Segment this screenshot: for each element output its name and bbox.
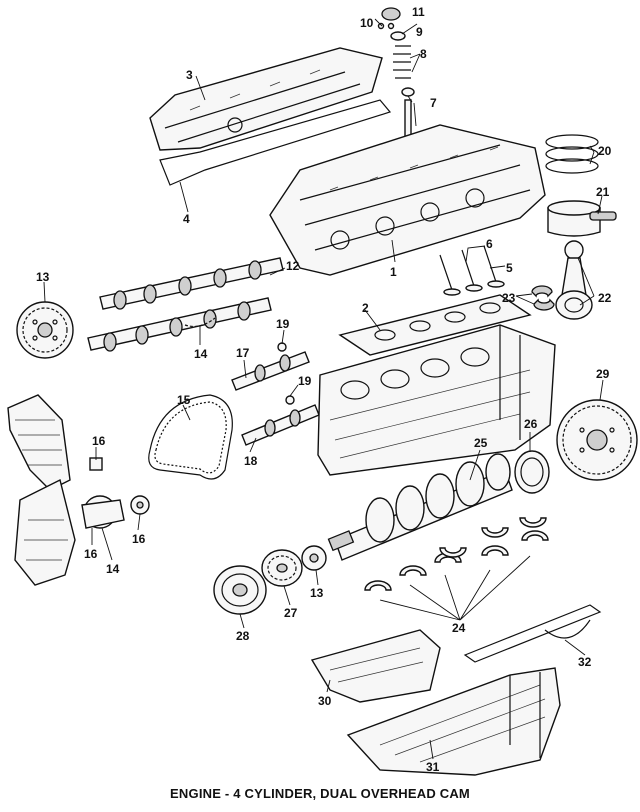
lower-timing-cover — [14, 478, 76, 586]
leader-lines — [43, 18, 604, 760]
callout-5: 5 — [506, 261, 513, 275]
cam-sprocket — [16, 301, 74, 359]
callout-2: 2 — [362, 301, 369, 315]
head-gasket — [338, 294, 532, 356]
callout-16-right: 16 — [132, 532, 146, 546]
valve-train-stack — [377, 7, 415, 139]
connecting-rod — [555, 240, 593, 320]
callout-17: 17 — [236, 346, 250, 360]
callout-18: 18 — [244, 454, 258, 468]
rear-main-seal — [514, 450, 550, 494]
callout-21: 21 — [596, 185, 610, 199]
piston-rings — [545, 134, 599, 174]
rod-bearings — [531, 285, 555, 311]
callout-13-gear: 13 — [310, 586, 324, 600]
callout-24: 24 — [452, 621, 466, 635]
timing-belt — [148, 394, 233, 480]
flywheel — [556, 399, 638, 481]
callout-32: 32 — [578, 655, 592, 669]
callout-6: 6 — [486, 237, 493, 251]
callout-9: 9 — [416, 25, 423, 39]
callout-15: 15 — [177, 393, 191, 407]
crank-sprocket — [261, 549, 303, 587]
valves — [439, 245, 505, 296]
callout-19-upper: 19 — [276, 317, 290, 331]
callout-25: 25 — [474, 436, 488, 450]
callout-13-sprocket: 13 — [36, 270, 50, 284]
callout-16-left: 16 — [84, 547, 98, 561]
callout-8: 8 — [420, 47, 427, 61]
callout-7: 7 — [430, 96, 437, 110]
callout-19-lower: 19 — [298, 374, 312, 388]
lower-oil-pan — [346, 667, 561, 776]
oil-pan-gasket — [463, 604, 602, 663]
callout-20: 20 — [598, 144, 612, 158]
callout-11: 11 — [412, 5, 425, 19]
valve-cover-gasket — [159, 99, 392, 186]
diagram-caption: ENGINE - 4 CYLINDER, DUAL OVERHEAD CAM — [170, 786, 470, 801]
callout-28: 28 — [236, 629, 250, 643]
callout-14-cam-chain: 14 — [194, 347, 208, 361]
auxiliary-shaft-lower — [241, 395, 320, 446]
upper-timing-cover — [7, 394, 71, 491]
callout-16-upper: 16 — [92, 434, 106, 448]
callout-30: 30 — [318, 694, 332, 708]
main-bearings — [364, 517, 549, 591]
crankshaft — [327, 453, 513, 561]
callout-4: 4 — [183, 212, 190, 226]
callout-3: 3 — [186, 68, 193, 82]
idler-pulley — [89, 457, 150, 515]
callout-14-tensioner: 14 — [106, 562, 120, 576]
callout-22: 22 — [598, 291, 612, 305]
callout-31: 31 — [426, 760, 440, 774]
piston — [547, 200, 617, 237]
upper-oil-pan — [310, 629, 441, 703]
belt-tensioner — [81, 495, 125, 529]
engine-block — [317, 324, 556, 476]
cylinder-head — [269, 124, 546, 276]
callout-26: 26 — [524, 417, 538, 431]
callout-29: 29 — [596, 367, 610, 381]
callout-1: 1 — [390, 265, 397, 279]
crank-pulley — [213, 565, 267, 615]
callout-23: 23 — [502, 291, 516, 305]
auxiliary-shaft-upper — [231, 342, 310, 391]
valve-cover — [149, 47, 383, 151]
callout-12: 12 — [286, 259, 300, 273]
crank-gear — [301, 545, 327, 571]
callout-27: 27 — [284, 606, 298, 620]
callout-labels: 3 4 11 10 9 8 7 1 2 5 6 20 21 22 23 12 1… — [36, 5, 612, 774]
camshafts — [87, 257, 284, 352]
callout-10: 10 — [360, 16, 374, 30]
